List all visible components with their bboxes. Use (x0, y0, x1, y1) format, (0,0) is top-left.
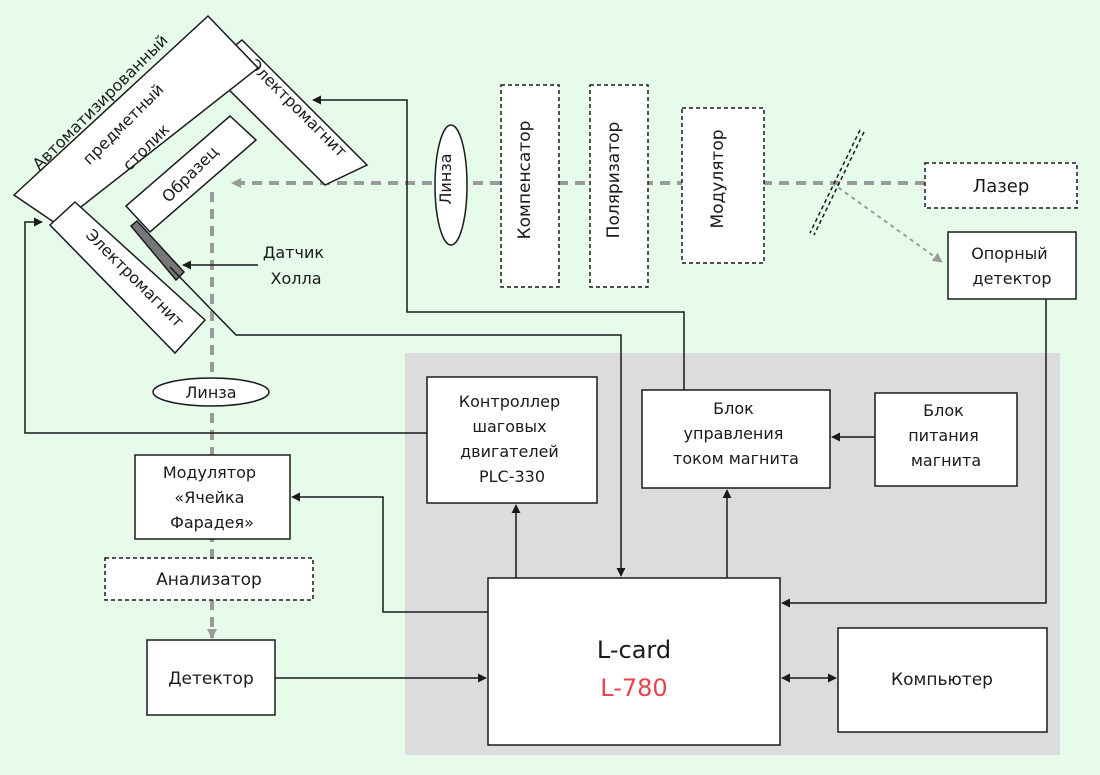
wire-hall-to-lcard (169, 266, 626, 577)
controller-line3: двигателей (460, 442, 559, 461)
magnet-power-line2: питания (908, 426, 978, 445)
electromagnet-bottom: Электромагнит (48, 200, 207, 355)
wire-magnet-to-electromagnet-top (312, 95, 685, 390)
ref-detector-line1: Опорный (971, 244, 1048, 263)
wire-controller-to-stage (24, 217, 427, 434)
hall-sensor (129, 219, 186, 282)
detector-label: Детектор (168, 669, 253, 689)
faraday-label-line3: Фарадея» (170, 513, 254, 532)
analyzer-label: Анализатор (156, 570, 262, 590)
magnet-control-box: Блок управления током магнита (641, 389, 831, 489)
lcard-box: L-card L-780 (487, 577, 781, 746)
beam-splitter (809, 129, 865, 236)
lens-top-label: Линза (436, 153, 455, 204)
polarizer-label: Поляризатор (604, 122, 624, 239)
lcard-name: L-card (597, 636, 671, 664)
reference-detector-box: Опорный детектор (947, 231, 1077, 300)
polarizer-box: Поляризатор (589, 84, 649, 288)
detector-box: Детектор (146, 639, 276, 716)
laser-label: Лазер (973, 176, 1030, 197)
analyzer-box: Анализатор (104, 557, 314, 601)
compensator-box: Компенсатор (500, 84, 560, 288)
magnet-control-line3: током магнита (673, 449, 799, 468)
magnet-power-line3: магнита (911, 451, 981, 470)
compensator-label: Компенсатор (515, 121, 535, 240)
svg-text:Опорный детектор: Опорный детектор (971, 244, 1053, 288)
lens-left-label: Линза (185, 383, 236, 402)
svg-text:Модулятор «Ячейка: Модулятор «Ячейка Фарадея» (163, 463, 261, 532)
electromagnet-bottom-label: Электромагнит (82, 225, 188, 331)
lens-left: Линза (152, 377, 270, 407)
lens-top: Линза (434, 124, 468, 246)
svg-text:Блок питания магни: Блок питания магнита (908, 401, 984, 470)
controller-line2: шаговых (472, 417, 546, 436)
modulator-box: Модулятор (681, 107, 765, 264)
magnet-power-line1: Блок (923, 401, 964, 420)
controller-line1: Контроллер (459, 392, 560, 411)
stage-box: Автоматизированный предметный столик (12, 14, 260, 226)
reference-beam (831, 182, 943, 263)
computer-label: Компьютер (891, 670, 993, 690)
faraday-label-line1: Модулятор (163, 463, 256, 482)
ref-detector-line2: детектор (973, 269, 1052, 288)
wire-lcard-to-faraday (291, 492, 488, 613)
controller-line4: PLC-330 (479, 467, 545, 486)
magnet-control-line1: Блок (713, 399, 754, 418)
magnet-control-line2: управления (684, 424, 784, 443)
laser-box: Лазер (924, 162, 1078, 209)
svg-text:Блок управления то: Блок управления током магнита (673, 399, 799, 468)
magnet-power-box: Блок питания магнита (874, 392, 1018, 487)
modulator-label: Модулятор (708, 129, 728, 228)
computer-box: Компьютер (837, 627, 1048, 733)
faraday-modulator-box: Модулятор «Ячейка Фарадея» (134, 454, 291, 540)
hall-sensor-label: Датчик Холла (263, 243, 329, 288)
svg-text:Контроллер шаговых: Контроллер шаговых двигателей PLC-330 (459, 392, 565, 486)
stepper-controller-box: Контроллер шаговых двигателей PLC-330 (426, 376, 598, 504)
lcard-model: L-780 (600, 674, 667, 702)
wire-refdetector-to-lcard (781, 299, 1047, 608)
faraday-label-line2: «Ячейка (174, 488, 244, 507)
